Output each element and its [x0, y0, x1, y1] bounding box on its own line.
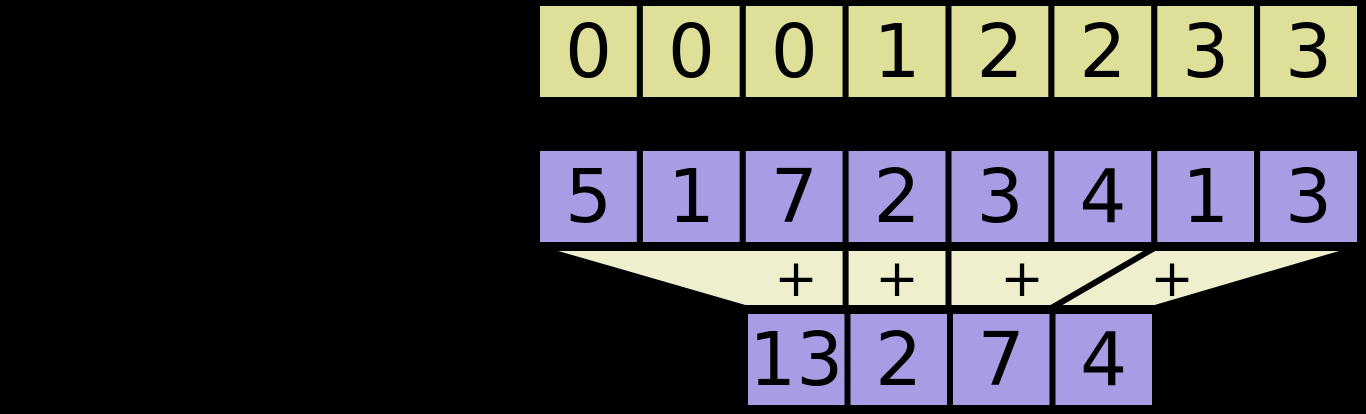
value-cell-label: 3 — [1285, 154, 1332, 240]
index-cell-label: 0 — [668, 9, 715, 95]
index-cell — [1254, 0, 1363, 103]
funnel-divider-diagonal — [1049, 245, 1156, 311]
value-cell-label: 1 — [1182, 154, 1229, 240]
input-values-row: 5 1 7 2 3 4 1 3 — [534, 145, 1363, 248]
index-cell — [1151, 0, 1261, 103]
output-cell — [1049, 308, 1158, 411]
value-cell — [1254, 145, 1363, 248]
value-cell-label: 7 — [771, 154, 818, 240]
index-cell — [739, 0, 849, 103]
value-cell-label: 3 — [976, 154, 1023, 240]
value-cell — [636, 145, 746, 248]
segment-sums-row: 13 2 7 4 — [742, 308, 1158, 411]
plus-operator: + — [1150, 249, 1194, 309]
plus-operator: + — [1000, 249, 1044, 309]
output-cell-label: 4 — [1080, 317, 1127, 403]
value-cell-label: 4 — [1079, 154, 1126, 240]
value-cell-label: 2 — [874, 154, 921, 240]
sum-operator-row: + + + + — [536, 245, 1361, 311]
index-cell-label: 0 — [771, 9, 818, 95]
plus-operator: + — [875, 249, 919, 309]
index-cell — [945, 0, 1055, 103]
index-cell — [636, 0, 746, 103]
index-cell-label: 1 — [874, 9, 921, 95]
output-cell-label: 7 — [978, 317, 1025, 403]
output-cell — [742, 308, 851, 411]
index-cell-label: 3 — [1182, 9, 1229, 95]
value-cell-label: 5 — [565, 154, 612, 240]
index-cell-label: 2 — [1079, 9, 1126, 95]
output-cell-label: 13 — [749, 317, 843, 403]
index-cell — [534, 0, 643, 103]
output-cell — [947, 308, 1056, 411]
index-cell-label: 0 — [565, 9, 612, 95]
index-cell-label: 3 — [1285, 9, 1332, 95]
output-cell-label: 2 — [875, 317, 922, 403]
segment-index-row: 0 0 0 1 2 2 3 3 — [534, 0, 1363, 103]
value-cell-label: 1 — [668, 154, 715, 240]
index-cell-label: 2 — [976, 9, 1023, 95]
plus-operator: + — [774, 249, 818, 309]
